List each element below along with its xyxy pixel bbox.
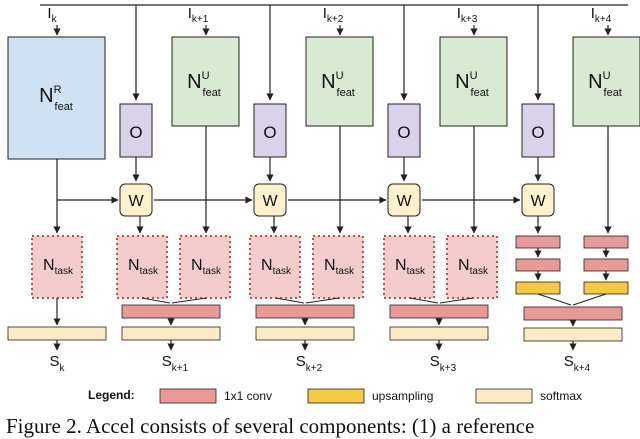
svg-text:Ntask: Ntask — [324, 257, 355, 277]
warp-label-k1: W — [128, 193, 144, 210]
update-feature-network-k2 — [305, 36, 374, 127]
legend-label-softmax: softmax — [540, 389, 582, 403]
optical-flow-label-k3: O — [397, 123, 410, 142]
fusion-k2 — [255, 304, 355, 341]
legend-swatch-conv — [159, 388, 217, 404]
task-stack-k4-update — [583, 235, 629, 295]
fusion-k4 — [523, 306, 623, 342]
legend-label-conv: 1x1 conv — [224, 389, 272, 403]
warp-block-k2 — [253, 183, 287, 217]
optical-flow-label-k2: O — [263, 123, 276, 142]
task-stack-k4-warped — [515, 235, 561, 295]
legend: Legend: 1x1 conv upsampling softmax — [88, 388, 582, 404]
task-network-k3-warped: Ntask — [383, 235, 435, 299]
output-label-k2: Sk+2 — [296, 353, 323, 374]
task-network-k1-update: Ntask — [179, 235, 231, 299]
optical-flow-label-k1: O — [129, 123, 142, 142]
task-network-k2-update: Ntask — [312, 235, 364, 299]
legend-title: Legend: — [88, 388, 135, 402]
output-arrows — [53, 340, 577, 351]
optical-flow-block-k3 — [387, 103, 421, 158]
svg-text:Ntask: Ntask — [395, 257, 426, 277]
warp-block-k3 — [387, 183, 421, 217]
merge-lines — [141, 293, 607, 306]
task-network-ref: Ntask — [31, 235, 83, 299]
update-feature-network-k1 — [171, 36, 240, 127]
svg-text:Ntask: Ntask — [43, 257, 74, 277]
output-label-k3: Sk+3 — [430, 353, 457, 374]
output-label-k: Sk — [49, 353, 65, 374]
reference-feature-network — [7, 36, 106, 160]
figure-caption: Figure 2. Accel consists of several comp… — [6, 414, 535, 438]
frame-label-k: Ik — [47, 5, 57, 25]
optical-flow-block-k4 — [521, 103, 555, 158]
task-network-k3-update: Ntask — [446, 235, 498, 299]
softmax-ref — [7, 298, 107, 341]
svg-text:Ntask: Ntask — [458, 257, 489, 277]
task-network-k1-warped: Ntask — [116, 235, 168, 299]
legend-swatch-softmax — [475, 388, 533, 404]
svg-text:Ntask: Ntask — [191, 257, 222, 277]
svg-text:Ntask: Ntask — [261, 257, 292, 277]
warp-block-k1 — [119, 183, 153, 217]
warp-label-k2: W — [262, 193, 278, 210]
update-feature-network-k4 — [572, 36, 640, 127]
output-label-k4: Sk+4 — [564, 353, 591, 374]
frame-label-k4: Ik+4 — [591, 5, 612, 25]
legend-swatch-upsampling — [307, 388, 365, 404]
task-network-k2-warped: Ntask — [249, 235, 301, 299]
warp-label-k3: W — [396, 193, 412, 210]
fusion-k3 — [389, 304, 489, 341]
legend-label-upsampling: upsampling — [372, 389, 433, 403]
output-label-k1: Sk+1 — [162, 353, 189, 374]
warp-label-k4: W — [530, 193, 546, 210]
optical-flow-block-k2 — [253, 103, 287, 158]
frame-label-k3: Ik+3 — [457, 5, 478, 25]
frame-label-k1: Ik+1 — [188, 5, 209, 25]
update-feature-network-k3 — [439, 36, 508, 127]
svg-text:Ntask: Ntask — [128, 257, 159, 277]
frame-label-k2: Ik+2 — [323, 5, 344, 25]
fusion-k1 — [121, 304, 221, 341]
optical-flow-block-k1 — [119, 103, 153, 158]
optical-flow-label-k4: O — [531, 123, 544, 142]
